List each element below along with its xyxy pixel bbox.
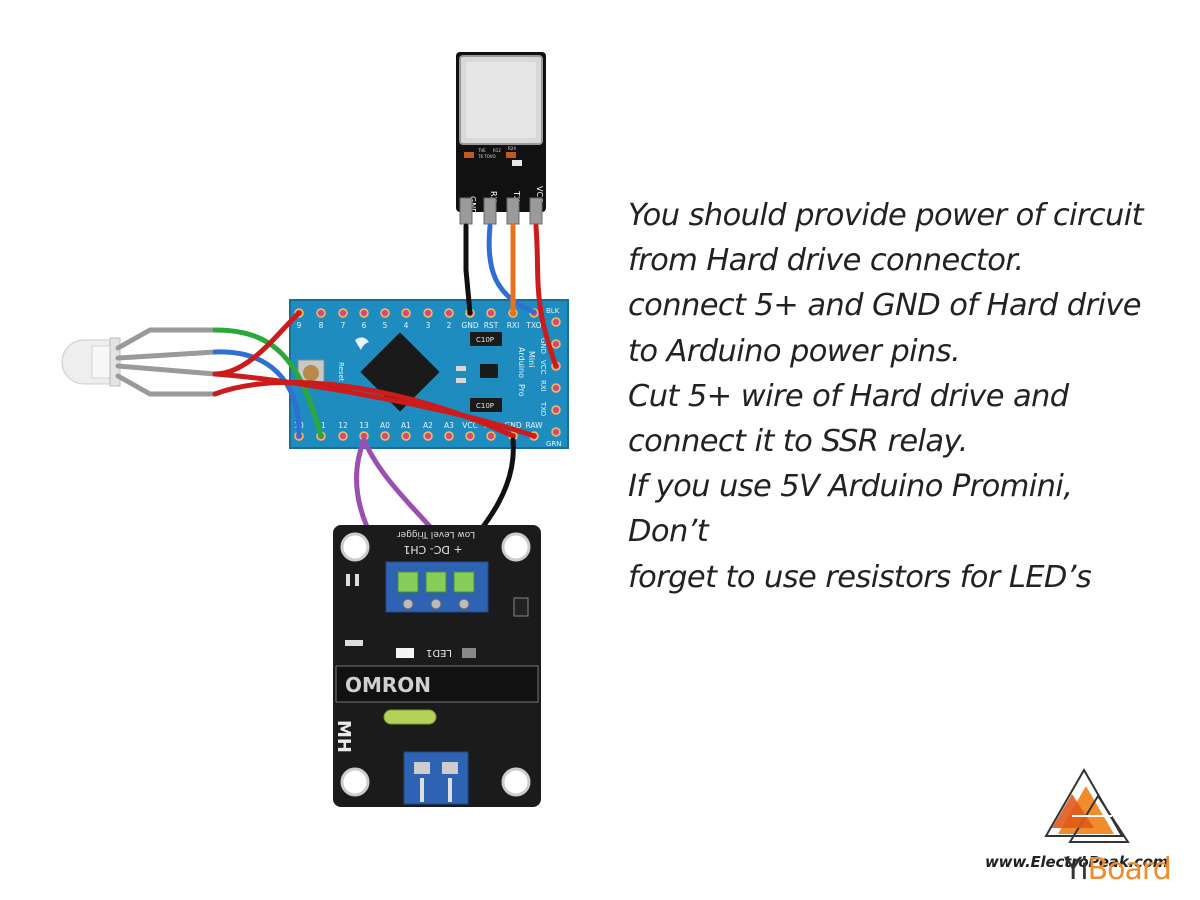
arduino-pin-label: 12 bbox=[338, 421, 348, 430]
arduino-name-1: Arduino bbox=[517, 347, 526, 378]
wire-red-led-1 bbox=[212, 310, 302, 377]
instruction-line: to Arduino power pins. bbox=[628, 333, 961, 369]
wire-blue-led bbox=[212, 349, 302, 439]
instruction-line: connect 5+ and GND of Hard drive bbox=[628, 288, 1142, 324]
instructions-text: You should provide power of circuit from… bbox=[628, 193, 1193, 600]
arduino-pro-mini: 9 8 7 6 5 4 3 2 GND RST RXI TXO 10 11 12… bbox=[289, 299, 569, 449]
arduino-pin-label: 4 bbox=[404, 321, 409, 330]
arduino-pin-label: RST bbox=[484, 321, 499, 330]
relay-trigger-label: Low Level Trigger bbox=[397, 529, 476, 539]
bt-header-pin bbox=[506, 197, 520, 225]
brand-prefix: Yi bbox=[1064, 852, 1089, 887]
arduino-side-label: BLK bbox=[546, 307, 560, 315]
instruction-line: from Hard drive connector. bbox=[628, 243, 1024, 279]
chip-label: C10P bbox=[476, 336, 494, 344]
relay-brand: OMRON bbox=[345, 673, 431, 697]
arduino-side-label: TXO bbox=[539, 401, 547, 417]
bt-tiny-label-2: R12 bbox=[493, 148, 501, 153]
bt-tiny-label-1: TVE bbox=[477, 148, 486, 153]
arduino-pin-label: VCC bbox=[462, 421, 478, 430]
arduino-pin-label: 7 bbox=[341, 321, 346, 330]
instruction-line: Cut 5+ wire of Hard drive and bbox=[628, 378, 1069, 414]
arduino-name-3: Mini bbox=[527, 351, 536, 367]
reset-label: Reset bbox=[337, 362, 345, 382]
bt-pin-label-rx: RX bbox=[489, 191, 498, 203]
arduino-side-label: VCC bbox=[539, 360, 547, 375]
arduino-pin-label: GND bbox=[504, 421, 521, 430]
relay-mark: MH bbox=[333, 720, 354, 753]
wire-red-raw bbox=[212, 371, 537, 439]
wire-red-vcc bbox=[533, 223, 559, 369]
arduino-side-label: RXI bbox=[539, 380, 547, 392]
bt-header-pin bbox=[483, 197, 497, 225]
instruction-line: You should provide power of circuit bbox=[628, 198, 1144, 233]
arduino-side-label: GRN bbox=[546, 440, 562, 448]
arduino-pin-label: A2 bbox=[423, 421, 433, 430]
omron-relay-body bbox=[335, 665, 539, 703]
arduino-pin-label: 13 bbox=[359, 421, 369, 430]
arduino-side-label: GND bbox=[539, 338, 547, 354]
chip-label: C10P bbox=[476, 402, 494, 410]
arduino-pin-label: A0 bbox=[380, 421, 390, 430]
arduino-bottom-pin-row bbox=[294, 431, 539, 441]
arduino-pin-label: 5 bbox=[383, 321, 388, 330]
instruction-line: If you use 5V Arduino Promini, bbox=[628, 469, 1073, 505]
arduino-pin-label: 8 bbox=[319, 321, 324, 330]
instruction-line: Don’t bbox=[628, 514, 709, 550]
arduino-pin-label: A3 bbox=[444, 421, 454, 430]
arduino-pin-label: RXI bbox=[507, 321, 520, 330]
yiboard-logo-text: YiBoard bbox=[1064, 852, 1172, 887]
bt-tiny-label-3: R24 bbox=[508, 146, 516, 151]
arduino-pin-label: 3 bbox=[426, 321, 431, 330]
arduino-name-2: Pro bbox=[517, 384, 526, 397]
wire-green-led bbox=[212, 327, 324, 439]
electropeak-logo-icon bbox=[1044, 767, 1130, 843]
relay-led-label: LED1 bbox=[426, 647, 452, 658]
bt-tiny-label-4: T6 TOVO bbox=[477, 154, 496, 159]
arduino-pin-label: TXO bbox=[525, 321, 541, 330]
arduino-pin-label: 2 bbox=[447, 321, 452, 330]
wire-black-gnd bbox=[463, 223, 473, 316]
bt-pin-label-tx: TX bbox=[512, 190, 521, 202]
relay-terminal-label: + DC- CH1 bbox=[403, 543, 462, 556]
wire-blue-rx bbox=[486, 223, 537, 315]
bt-header-pin bbox=[459, 197, 473, 225]
brand-suffix: Board bbox=[1087, 852, 1172, 887]
relay-output-terminal bbox=[403, 751, 469, 805]
bluetooth-module: TVE R12 R24 T6 TOVO GND RX TX VCC bbox=[456, 52, 546, 225]
rgb-led bbox=[61, 327, 218, 397]
instruction-line: connect it to SSR relay. bbox=[628, 424, 968, 460]
arduino-pin-label: RAW bbox=[525, 421, 543, 430]
arduino-pin-label: 9 bbox=[297, 321, 302, 330]
wires bbox=[212, 223, 559, 588]
arduino-pin-label: GND bbox=[461, 321, 478, 330]
arduino-pin-label: A1 bbox=[401, 421, 411, 430]
bt-pin-label-vcc: VCC bbox=[535, 186, 544, 203]
site-url: www.ElectroPeak.com bbox=[985, 853, 1169, 871]
arduino-pin-label: 6 bbox=[362, 321, 367, 330]
arduino-pin-label: 11 bbox=[316, 421, 326, 430]
ssr-relay-module: Low Level Trigger + DC- CH1 LED1 OMRON M… bbox=[333, 525, 541, 807]
bt-header-pin bbox=[529, 197, 543, 225]
instruction-line: forget to use resistors for LED’s bbox=[628, 559, 1092, 595]
